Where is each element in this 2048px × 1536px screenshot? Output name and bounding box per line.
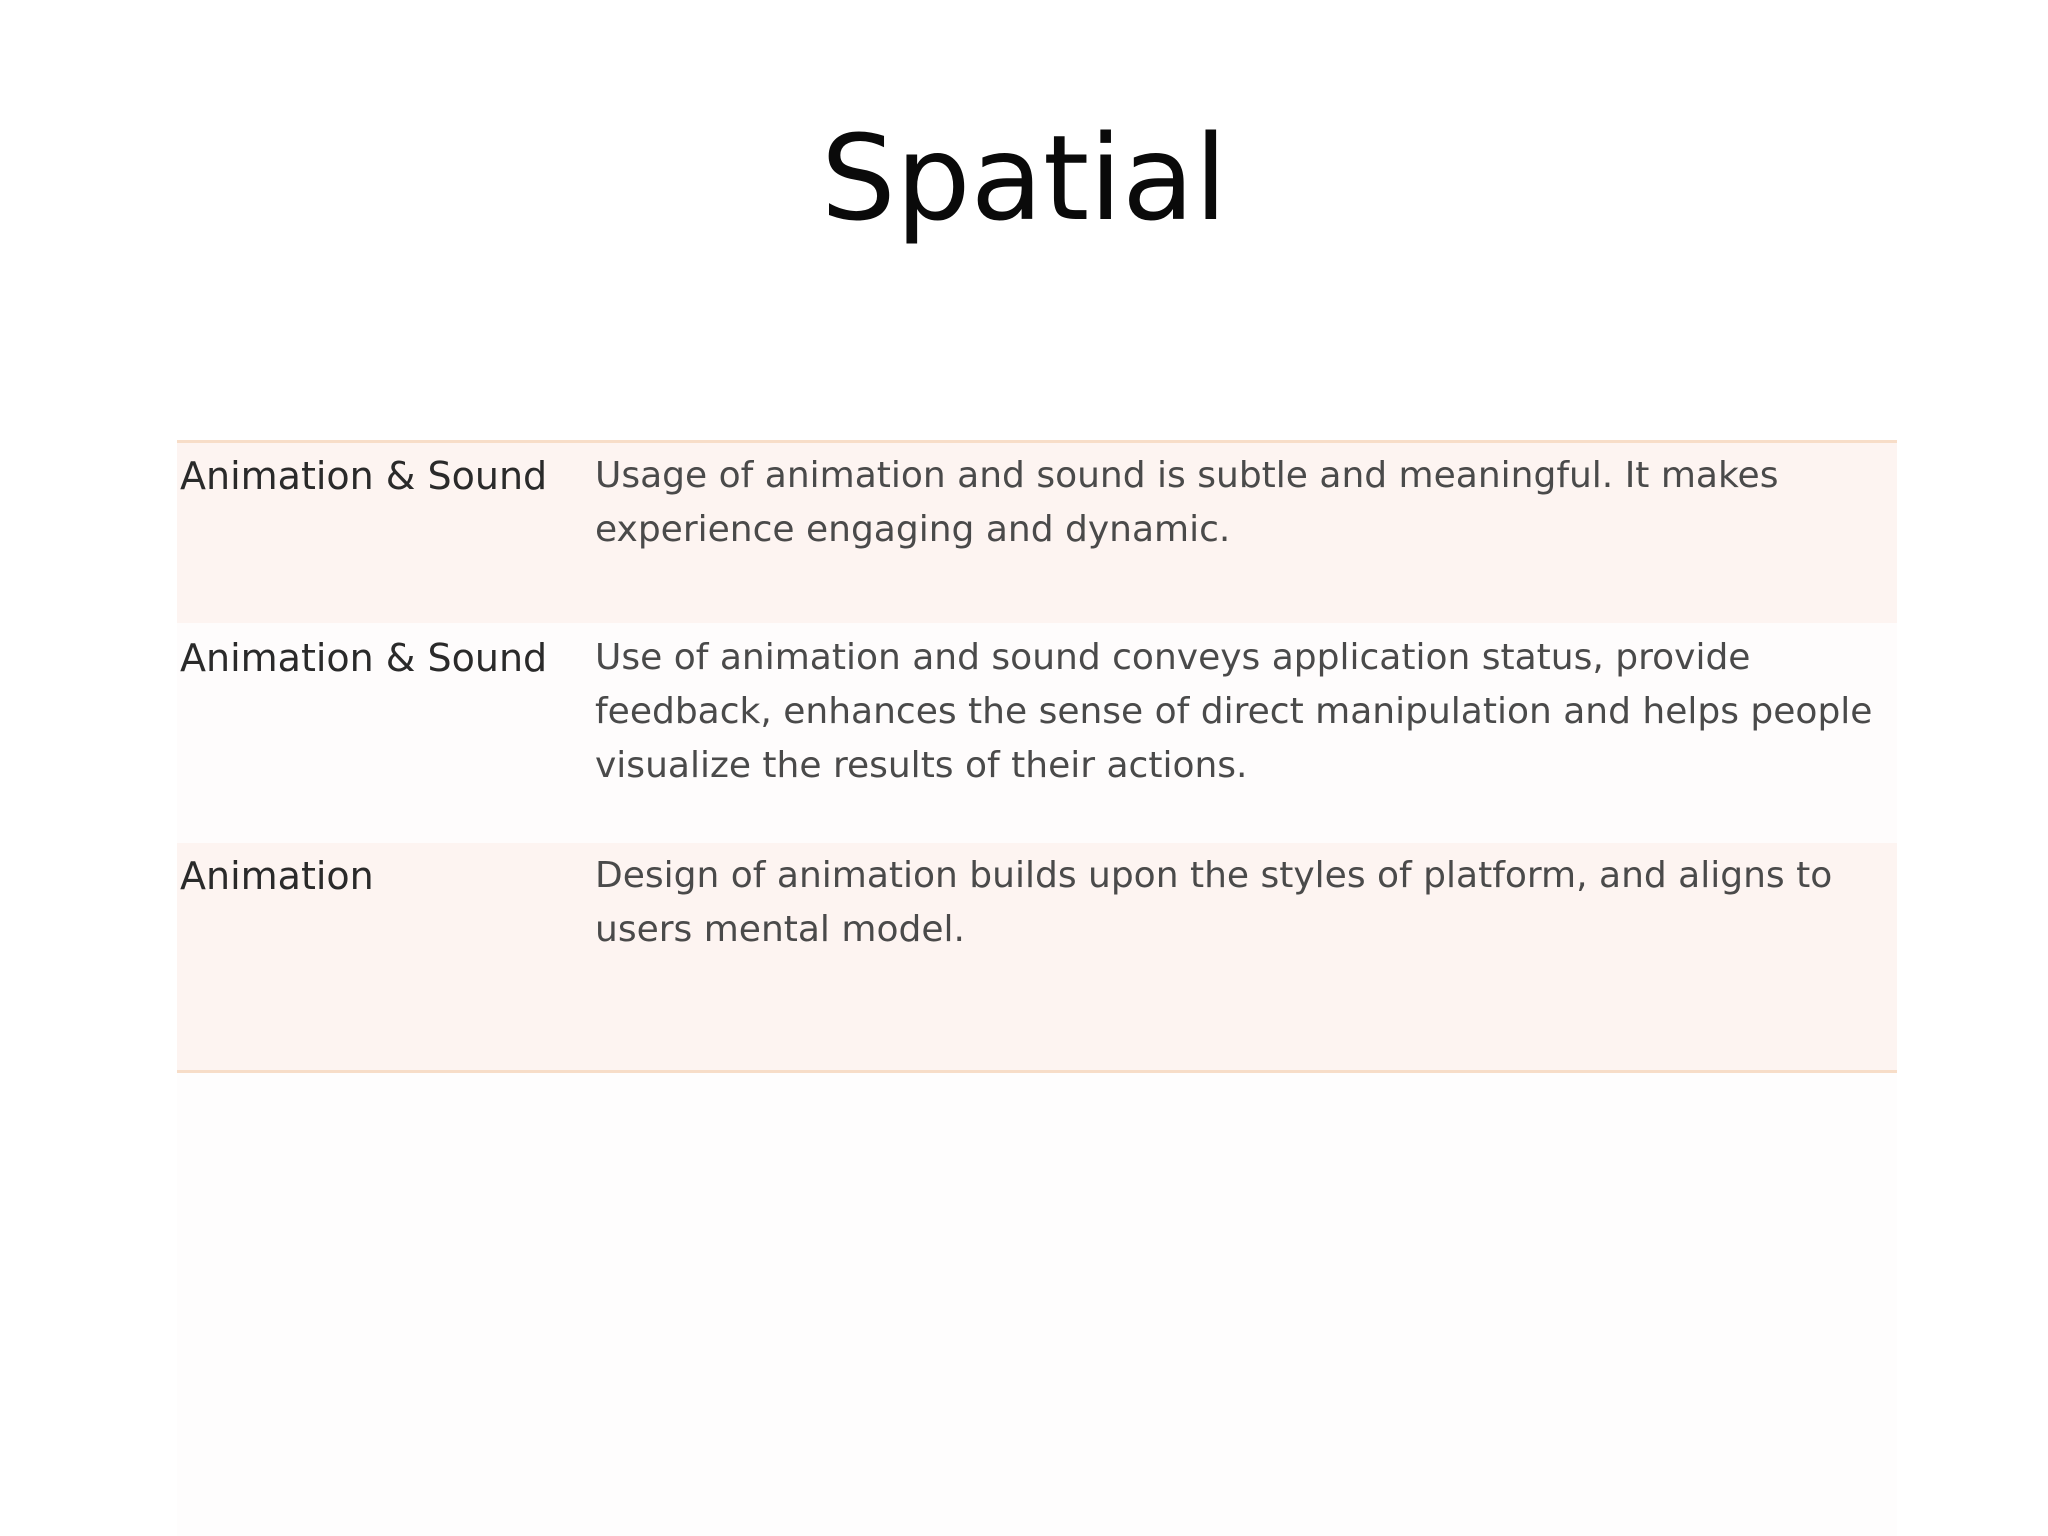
- row-description: Use of animation and sound conveys appli…: [595, 637, 1873, 786]
- table-row: Animation & Sound Use of animation and s…: [177, 623, 1897, 843]
- row-description: Usage of animation and sound is subtle a…: [595, 455, 1779, 550]
- criteria-table: Animation & Sound Usage of animation and…: [177, 440, 1897, 1073]
- slide-title: Spatial: [820, 109, 1228, 247]
- table-row: Animation & Sound Usage of animation and…: [177, 443, 1897, 623]
- row-label: Animation & Sound: [180, 454, 548, 498]
- row-label: Animation & Sound: [180, 636, 548, 680]
- table-row: Animation Design of animation builds upo…: [177, 843, 1897, 1070]
- row-description: Design of animation builds upon the styl…: [595, 855, 1833, 950]
- row-label: Animation: [180, 854, 374, 898]
